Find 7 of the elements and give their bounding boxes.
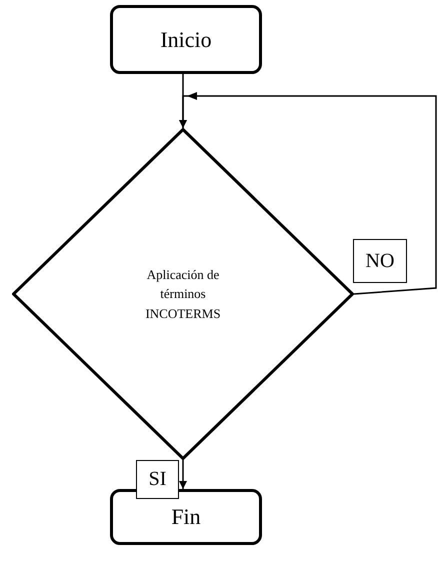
terminal-box: Inicio — [110, 5, 262, 74]
terminal-box: Fin — [110, 489, 262, 545]
arrow — [179, 92, 437, 295]
arrow — [179, 460, 187, 489]
decision-text: Aplicación de términos INCOTERMS — [144, 266, 222, 323]
edge-label: SI — [136, 460, 179, 499]
edge-label: NO — [353, 239, 407, 283]
